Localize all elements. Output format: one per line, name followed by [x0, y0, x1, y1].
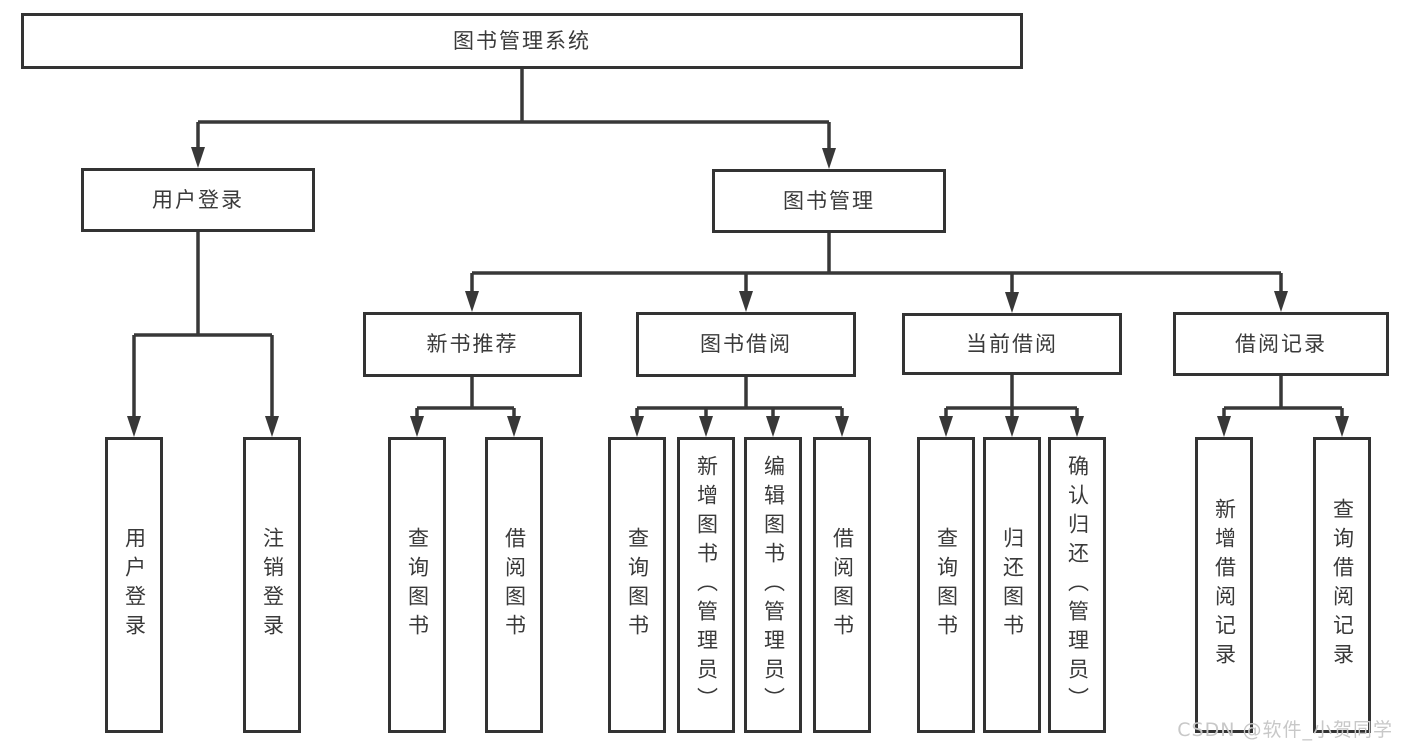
node-borrow-record: 借阅记录	[1173, 312, 1389, 376]
node-leaf-query-borrow-record: 查询借阅记录	[1313, 437, 1371, 733]
node-leaf-borrow-book-1: 借阅图书	[485, 437, 543, 733]
csdn-watermark: CSDN @软件_小贺同学	[1177, 719, 1393, 741]
node-root: 图书管理系统	[21, 13, 1023, 69]
node-current-borrow: 当前借阅	[902, 313, 1122, 375]
node-book-borrow: 图书借阅	[636, 312, 856, 377]
node-leaf-edit-book-admin: 编辑图书（管理员）	[744, 437, 802, 733]
node-leaf-query-book-1: 查询图书	[388, 437, 446, 733]
node-leaf-logout: 注销登录	[243, 437, 301, 733]
node-leaf-borrow-book-2: 借阅图书	[813, 437, 871, 733]
node-book-management: 图书管理	[712, 169, 946, 233]
node-leaf-query-book-2: 查询图书	[608, 437, 666, 733]
node-leaf-confirm-return-admin: 确认归还（管理员）	[1048, 437, 1106, 733]
node-leaf-user-login: 用户登录	[105, 437, 163, 733]
node-leaf-add-book-admin: 新增图书（管理员）	[677, 437, 735, 733]
node-leaf-return-book: 归还图书	[983, 437, 1041, 733]
node-leaf-query-book-3: 查询图书	[917, 437, 975, 733]
node-leaf-add-borrow-record: 新增借阅记录	[1195, 437, 1253, 733]
node-user-login: 用户登录	[81, 168, 315, 232]
node-new-book-recommend: 新书推荐	[363, 312, 582, 377]
